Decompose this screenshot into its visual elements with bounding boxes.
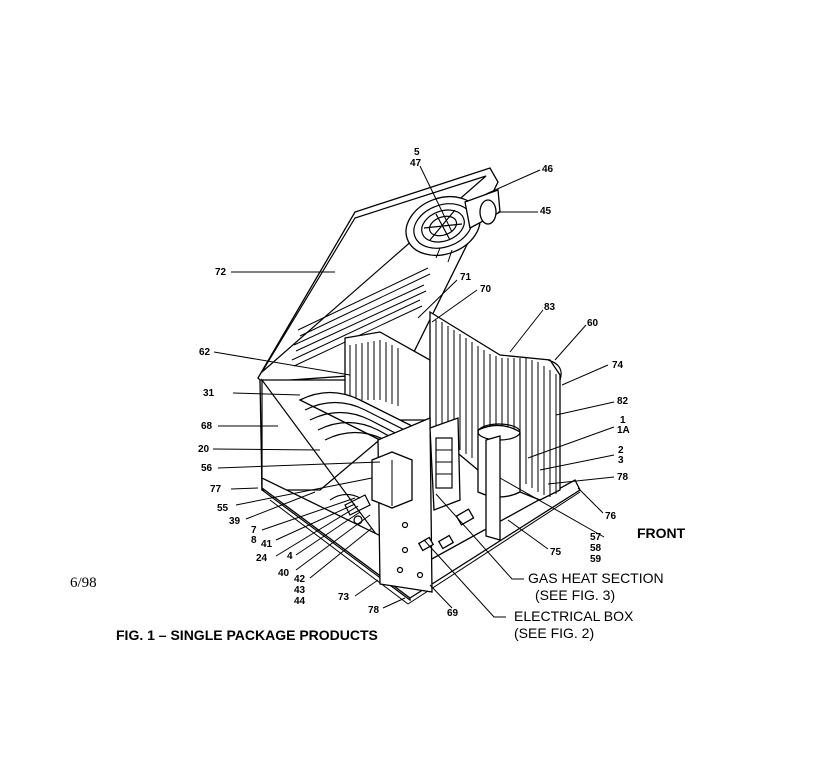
electrical-box-callout-line2: (SEE FIG. 2)	[514, 625, 594, 641]
part-label-57: 57	[590, 532, 602, 543]
part-label-62: 62	[199, 347, 211, 358]
figure-caption: FIG. 1 – SINGLE PACKAGE PRODUCTS	[116, 627, 378, 643]
part-label-45: 45	[540, 206, 552, 217]
part-label-44: 44	[294, 596, 306, 607]
part-label-71: 71	[460, 272, 472, 283]
gas-heat-callout-line1: GAS HEAT SECTION	[528, 570, 664, 586]
front-label: FRONT	[637, 525, 686, 541]
gas-heat-callout-line2: (SEE FIG. 3)	[535, 587, 615, 603]
leader-lines	[212, 165, 615, 618]
access-panel	[485, 435, 501, 541]
part-label-42: 42	[294, 574, 306, 585]
callouts: FRONT GAS HEAT SECTION (SEE FIG. 3) ELEC…	[70, 525, 686, 643]
part-label-73: 73	[338, 592, 350, 603]
electrical-box-callout-line1: ELECTRICAL BOX	[514, 608, 634, 624]
part-label-39: 39	[229, 516, 241, 527]
part-label-43: 43	[294, 585, 306, 596]
part-label-78-lower: 78	[368, 605, 380, 616]
part-label-31: 31	[203, 388, 215, 399]
part-label-46: 46	[542, 164, 554, 175]
cabinet-body	[259, 331, 581, 605]
part-label-60: 60	[587, 318, 599, 329]
gas-heat-frame	[429, 417, 461, 511]
part-label-1: 1	[620, 415, 626, 426]
part-label-76: 76	[605, 511, 617, 522]
part-label-4: 4	[287, 551, 293, 562]
unit-artwork	[257, 167, 581, 605]
part-label-72: 72	[215, 267, 227, 278]
part-label-1a: 1A	[617, 425, 630, 436]
part-label-74: 74	[612, 360, 624, 371]
part-label-68: 68	[201, 421, 213, 432]
part-label-69: 69	[447, 608, 459, 619]
condenser-fan-assembly	[405, 189, 501, 263]
part-label-7: 7	[251, 525, 257, 536]
part-label-47: 47	[410, 158, 422, 169]
part-label-59: 59	[590, 554, 602, 565]
part-label-40: 40	[278, 568, 290, 579]
part-label-58: 58	[590, 543, 602, 554]
part-number-labels: 5 47 46 45 72 71 70 83 60 62 74 31 82 1 …	[198, 147, 630, 619]
part-label-75: 75	[550, 547, 562, 558]
part-label-3: 3	[618, 455, 624, 466]
part-label-20: 20	[198, 444, 210, 455]
part-label-83: 83	[544, 302, 556, 313]
part-label-82: 82	[617, 396, 629, 407]
part-label-56: 56	[201, 463, 213, 474]
part-label-70: 70	[480, 284, 492, 295]
part-label-8: 8	[251, 535, 257, 546]
rear-coil-fins	[349, 340, 399, 406]
part-label-5: 5	[414, 147, 420, 158]
part-label-55: 55	[217, 503, 229, 514]
part-label-24: 24	[256, 553, 268, 564]
part-label-78-upper: 78	[617, 472, 629, 483]
part-label-41: 41	[261, 539, 273, 550]
control-box	[371, 451, 413, 509]
date-code: 6/98	[70, 575, 97, 591]
part-label-2: 2	[618, 445, 624, 456]
part-label-77: 77	[210, 484, 222, 495]
